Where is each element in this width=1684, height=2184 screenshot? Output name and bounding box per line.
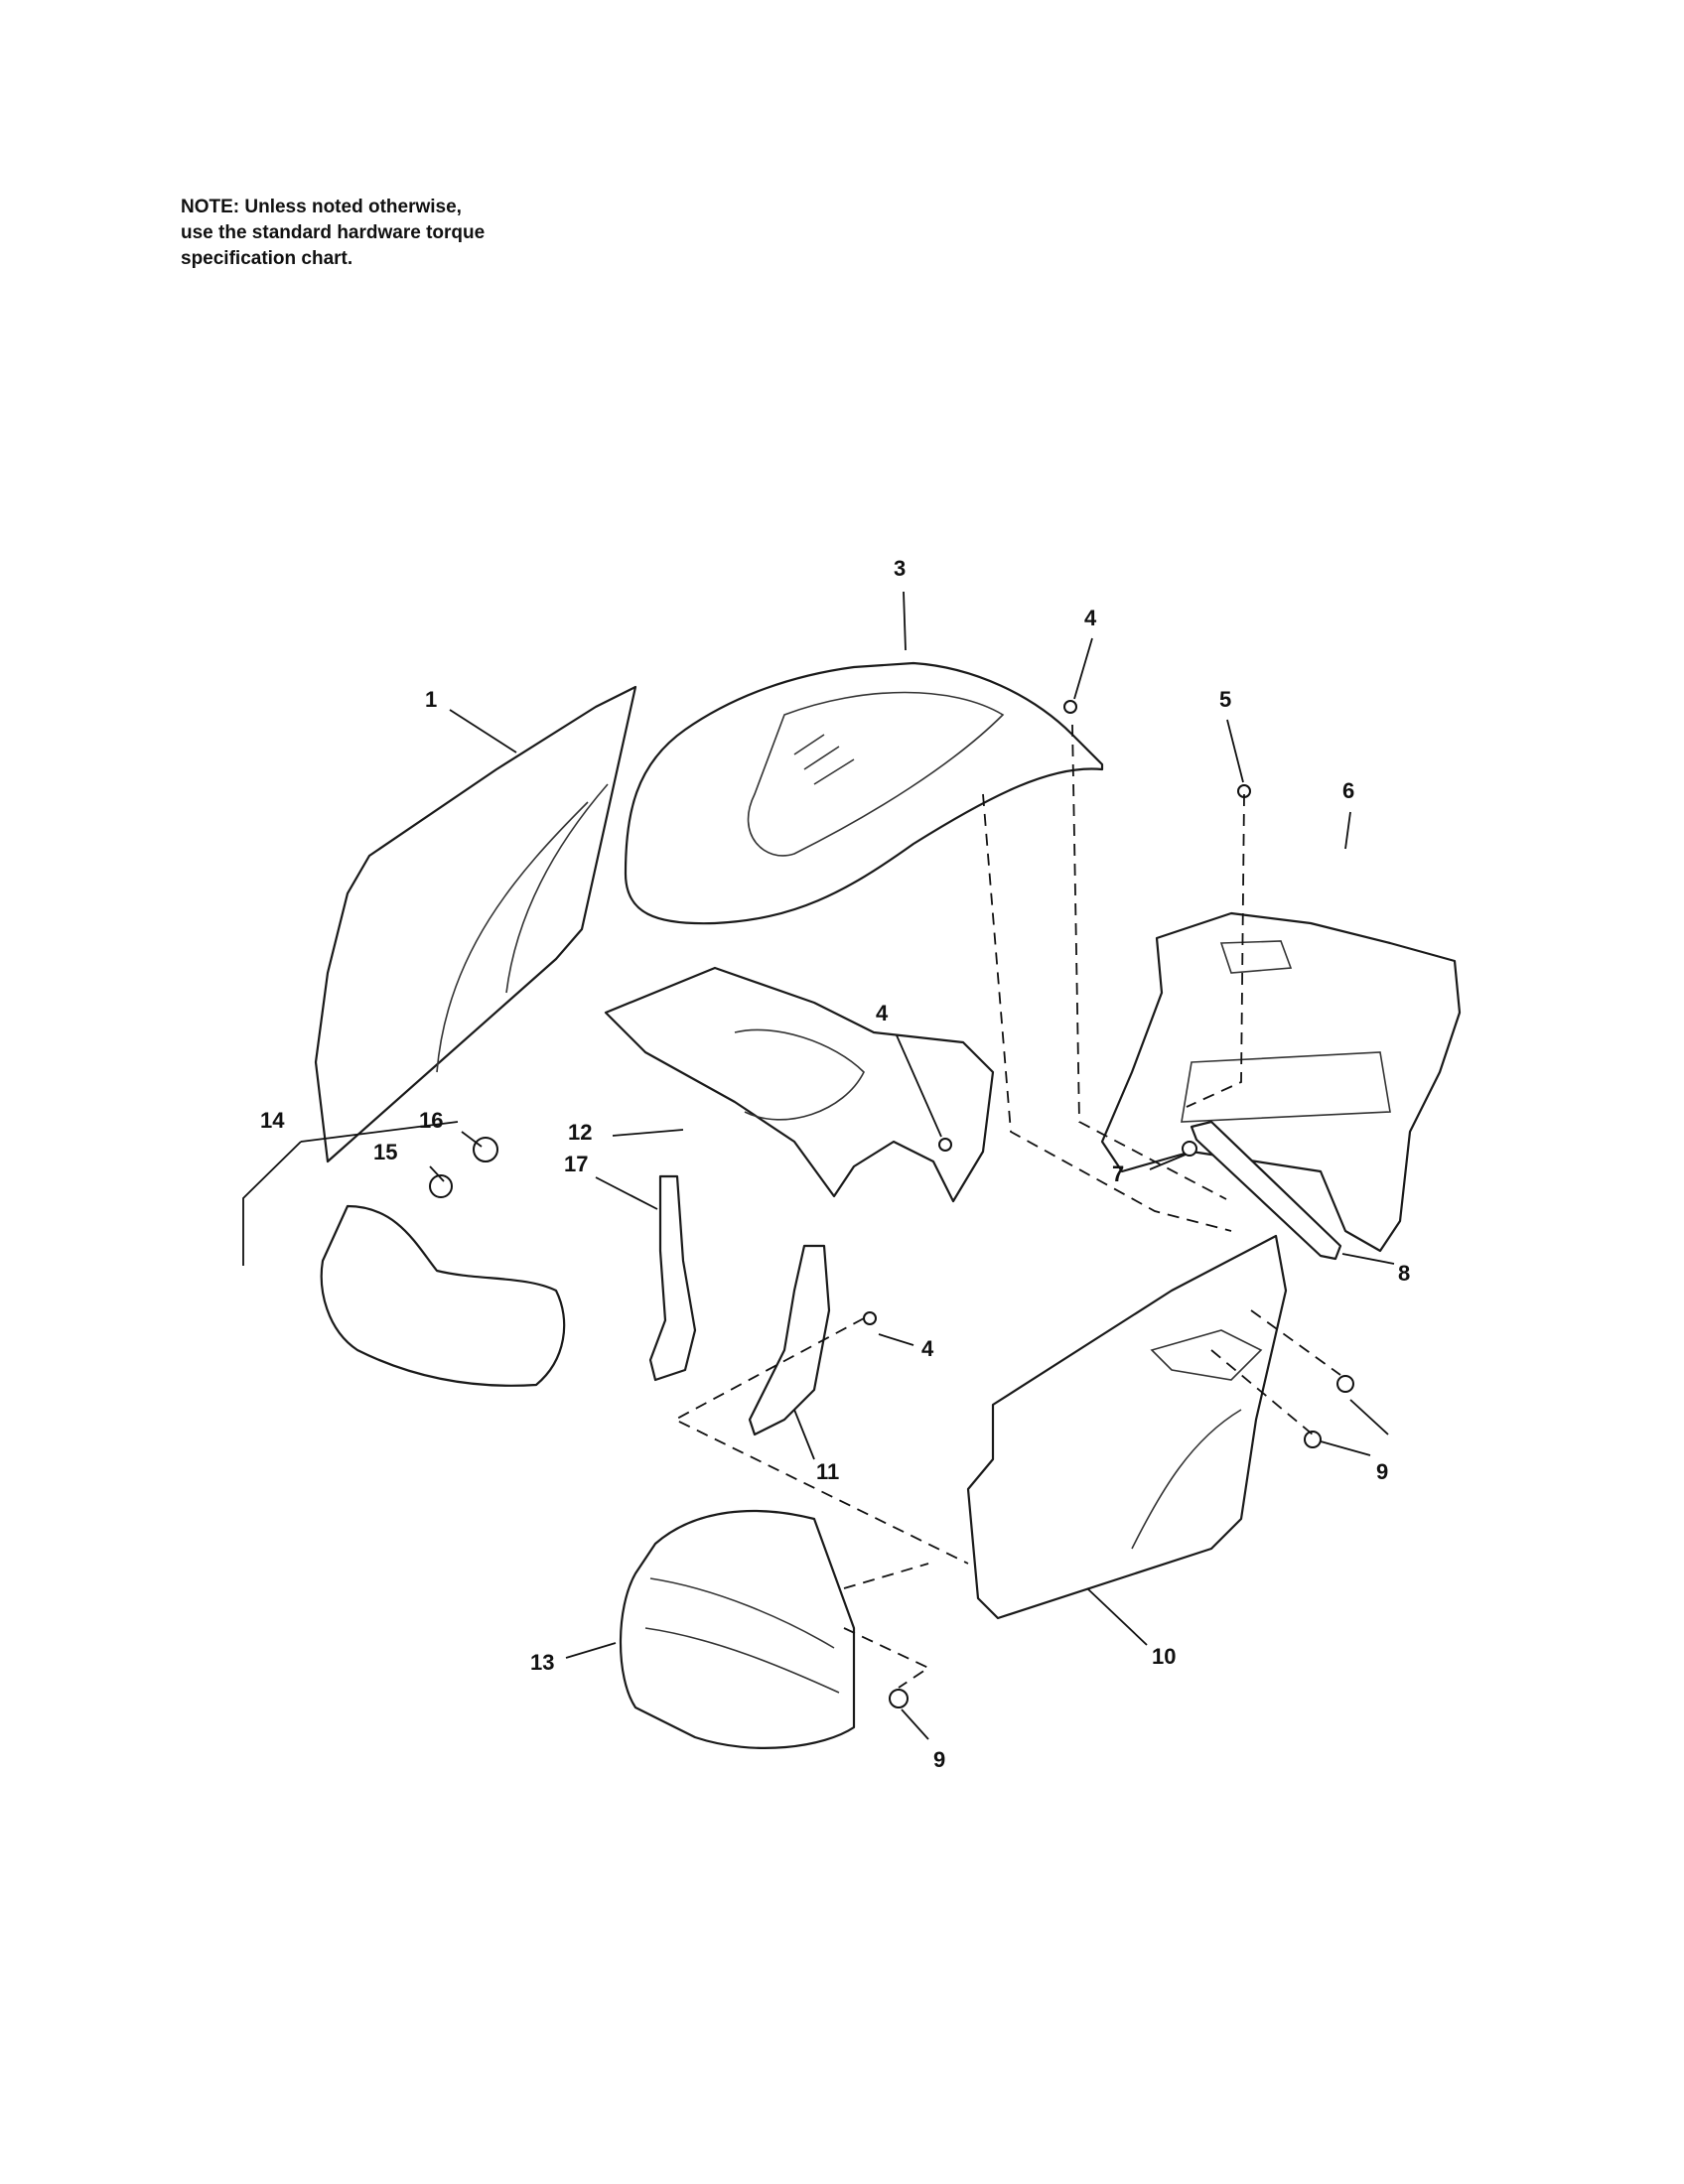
callout-7: 7 bbox=[1112, 1161, 1124, 1186]
callout-16: 16 bbox=[419, 1108, 443, 1133]
callout-15: 15 bbox=[373, 1140, 397, 1164]
callout-13: 13 bbox=[530, 1650, 554, 1675]
callout-14: 14 bbox=[260, 1108, 285, 1133]
callout-5: 5 bbox=[1219, 687, 1231, 712]
callout-17: 17 bbox=[564, 1152, 588, 1176]
hardware-items bbox=[429, 700, 1354, 1708]
part-17-bracket bbox=[648, 1174, 697, 1382]
note-line-3: specification chart. bbox=[181, 248, 353, 269]
callout-4-low: 4 bbox=[921, 1336, 934, 1361]
torque-note: NOTE: Unless noted otherwise, use the st… bbox=[181, 195, 598, 272]
part-6-dash-console bbox=[1100, 911, 1462, 1253]
callout-10: 10 bbox=[1152, 1644, 1176, 1669]
part-12-baffle bbox=[604, 966, 995, 1203]
part-1-left-side-panel bbox=[314, 685, 637, 1163]
callout-4-mid: 4 bbox=[876, 1001, 889, 1025]
part-13-grille bbox=[619, 1509, 856, 1749]
callout-6: 6 bbox=[1342, 778, 1354, 803]
part-10-right-side-panel bbox=[966, 1234, 1288, 1620]
callout-8: 8 bbox=[1398, 1261, 1410, 1286]
callout-4-top: 4 bbox=[1084, 606, 1097, 630]
callout-12: 12 bbox=[568, 1120, 592, 1145]
callout-1: 1 bbox=[425, 687, 437, 712]
part-8-support-bar bbox=[1190, 1120, 1342, 1261]
callout-11: 11 bbox=[816, 1459, 839, 1484]
callout-3: 3 bbox=[894, 556, 906, 581]
callout-9-right: 9 bbox=[1376, 1459, 1388, 1484]
part-11-bracket bbox=[748, 1244, 831, 1436]
note-line-1: NOTE: Unless noted otherwise, bbox=[181, 197, 462, 217]
leader-lines bbox=[242, 591, 1395, 1740]
part-14-bumper bbox=[320, 1204, 566, 1387]
alignment-dashed-lines bbox=[673, 724, 1341, 1689]
note-line-2: use the standard hardware torque bbox=[181, 222, 486, 243]
callout-labels: 1 3 4 5 6 4 12 14 16 15 17 7 8 4 11 9 10… bbox=[260, 556, 1410, 1772]
part-3-hood bbox=[624, 661, 1104, 925]
callout-9-bottom: 9 bbox=[933, 1747, 945, 1772]
